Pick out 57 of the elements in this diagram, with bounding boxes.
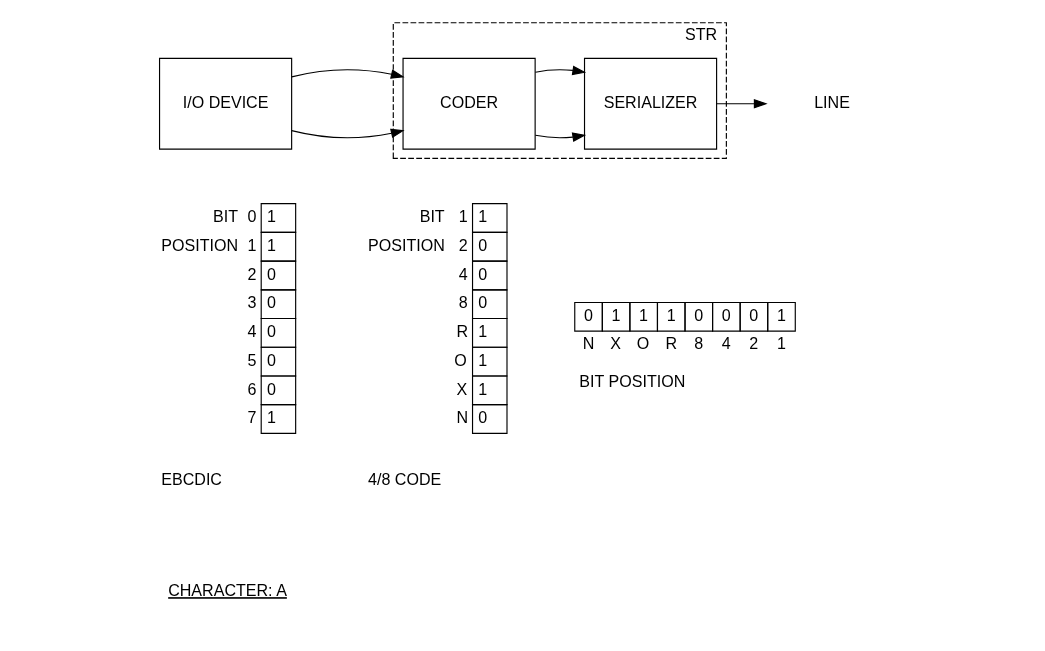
node-text: LINE <box>814 92 850 111</box>
label: 0 <box>266 264 276 283</box>
label: 4 <box>458 264 468 283</box>
label: 0 <box>721 305 731 324</box>
label: 5 <box>247 350 257 369</box>
label: POSITION <box>161 235 239 254</box>
label: BIT <box>419 206 445 225</box>
label: BIT <box>212 206 238 225</box>
label: 0 <box>266 292 276 311</box>
label: EBCDIC <box>161 469 222 488</box>
label: 1 <box>458 206 468 225</box>
label: 2 <box>749 333 759 352</box>
label: 4 <box>721 333 731 352</box>
label: R <box>665 333 678 352</box>
label: 1 <box>776 305 786 324</box>
label: 1 <box>478 206 488 225</box>
label: 8 <box>458 292 468 311</box>
label: CHARACTER: A <box>168 580 287 599</box>
label: 1 <box>639 305 649 324</box>
label: 1 <box>266 206 276 225</box>
label: 8 <box>694 333 704 352</box>
label: O <box>636 333 650 352</box>
label: 0 <box>478 407 488 426</box>
label: X <box>610 333 622 352</box>
label: 3 <box>247 292 257 311</box>
label: 1 <box>611 305 621 324</box>
label: 1 <box>666 305 676 324</box>
label: 0 <box>583 305 593 324</box>
label: R <box>456 321 469 340</box>
label: 0 <box>266 379 276 398</box>
label: 1 <box>776 333 786 352</box>
label: 1 <box>266 235 276 254</box>
label: POSITION <box>368 235 445 254</box>
label: 2 <box>247 264 257 283</box>
label: 0 <box>478 264 488 283</box>
label: 0 <box>478 292 488 311</box>
label: 2 <box>458 235 468 254</box>
label: N <box>582 333 595 352</box>
label: 6 <box>247 379 257 398</box>
label: O <box>454 350 467 369</box>
label: 0 <box>247 206 257 225</box>
label: BIT POSITION <box>579 371 686 390</box>
label: 1 <box>478 350 488 369</box>
label: X <box>456 379 468 398</box>
label: 1 <box>478 379 488 398</box>
label: 0 <box>478 235 488 254</box>
label: 1 <box>478 321 488 340</box>
label: 1 <box>266 407 276 426</box>
label: 4/8 CODE <box>368 469 442 488</box>
label: 4 <box>247 321 257 340</box>
label: N <box>456 407 469 426</box>
label: 7 <box>247 407 257 426</box>
label: 0 <box>694 305 704 324</box>
label: 0 <box>749 305 759 324</box>
label: 0 <box>266 350 276 369</box>
label: 1 <box>247 235 257 254</box>
label: 0 <box>266 321 276 340</box>
